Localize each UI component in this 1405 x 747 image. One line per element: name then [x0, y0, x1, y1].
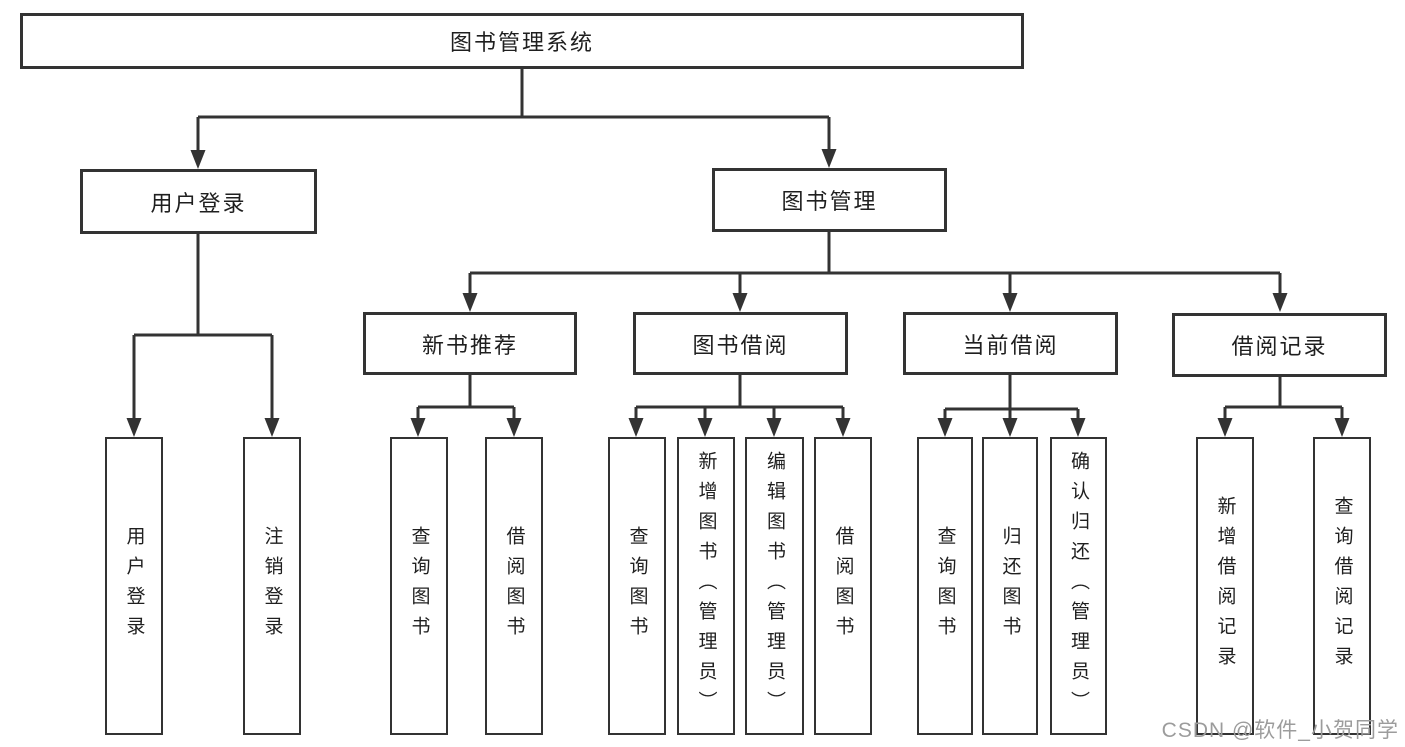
node-book-borrowing: 图书借阅: [633, 312, 848, 375]
node-new-book-recommend: 新书推荐: [363, 312, 577, 375]
watermark: CSDN @软件_小贺同学: [1161, 719, 1399, 742]
node-library-management-system: 图书管理系统: [20, 13, 1024, 69]
leaf-label: 归还图书: [999, 526, 1021, 646]
node-user-login: 用户登录: [80, 169, 317, 234]
node-borrowing-records: 借阅记录: [1172, 313, 1387, 377]
leaf-return-books: 归还图书: [982, 437, 1038, 735]
leaf-query-books-1: 查询图书: [390, 437, 448, 735]
leaf-label: 用户登录: [123, 526, 145, 646]
leaf-add-book-admin: 新增图书（管理员）: [677, 437, 735, 735]
leaf-add-borrow-record: 新增借阅记录: [1196, 437, 1254, 735]
leaf-query-books-2: 查询图书: [608, 437, 666, 735]
leaf-label: 借阅图书: [832, 526, 854, 646]
leaf-confirm-return-admin: 确认归还（管理员）: [1050, 437, 1107, 735]
leaf-label: 新增借阅记录: [1214, 496, 1236, 676]
leaf-query-books-3: 查询图书: [917, 437, 973, 735]
connector-arrow-stems: [132, 117, 1344, 421]
leaf-query-borrow-record: 查询借阅记录: [1313, 437, 1371, 735]
leaf-user-login: 用户登录: [105, 437, 163, 735]
leaf-label: 注销登录: [261, 526, 283, 646]
leaf-label: 查询借阅记录: [1331, 496, 1353, 676]
leaf-logout: 注销登录: [243, 437, 301, 735]
leaf-edit-book-admin: 编辑图书（管理员）: [745, 437, 804, 735]
leaf-label: 确认归还（管理员）: [1068, 451, 1089, 721]
leaf-label: 查询图书: [934, 526, 956, 646]
leaf-label: 借阅图书: [503, 526, 525, 646]
leaf-label: 新增图书（管理员）: [695, 451, 717, 721]
leaf-borrow-books-1: 借阅图书: [485, 437, 543, 735]
node-current-borrowing: 当前借阅: [903, 312, 1118, 375]
leaf-label: 查询图书: [626, 526, 648, 646]
leaf-borrow-books-2: 借阅图书: [814, 437, 872, 735]
leaf-label: 编辑图书（管理员）: [764, 451, 785, 721]
leaf-label: 查询图书: [408, 526, 430, 646]
node-book-management: 图书管理: [712, 168, 947, 232]
